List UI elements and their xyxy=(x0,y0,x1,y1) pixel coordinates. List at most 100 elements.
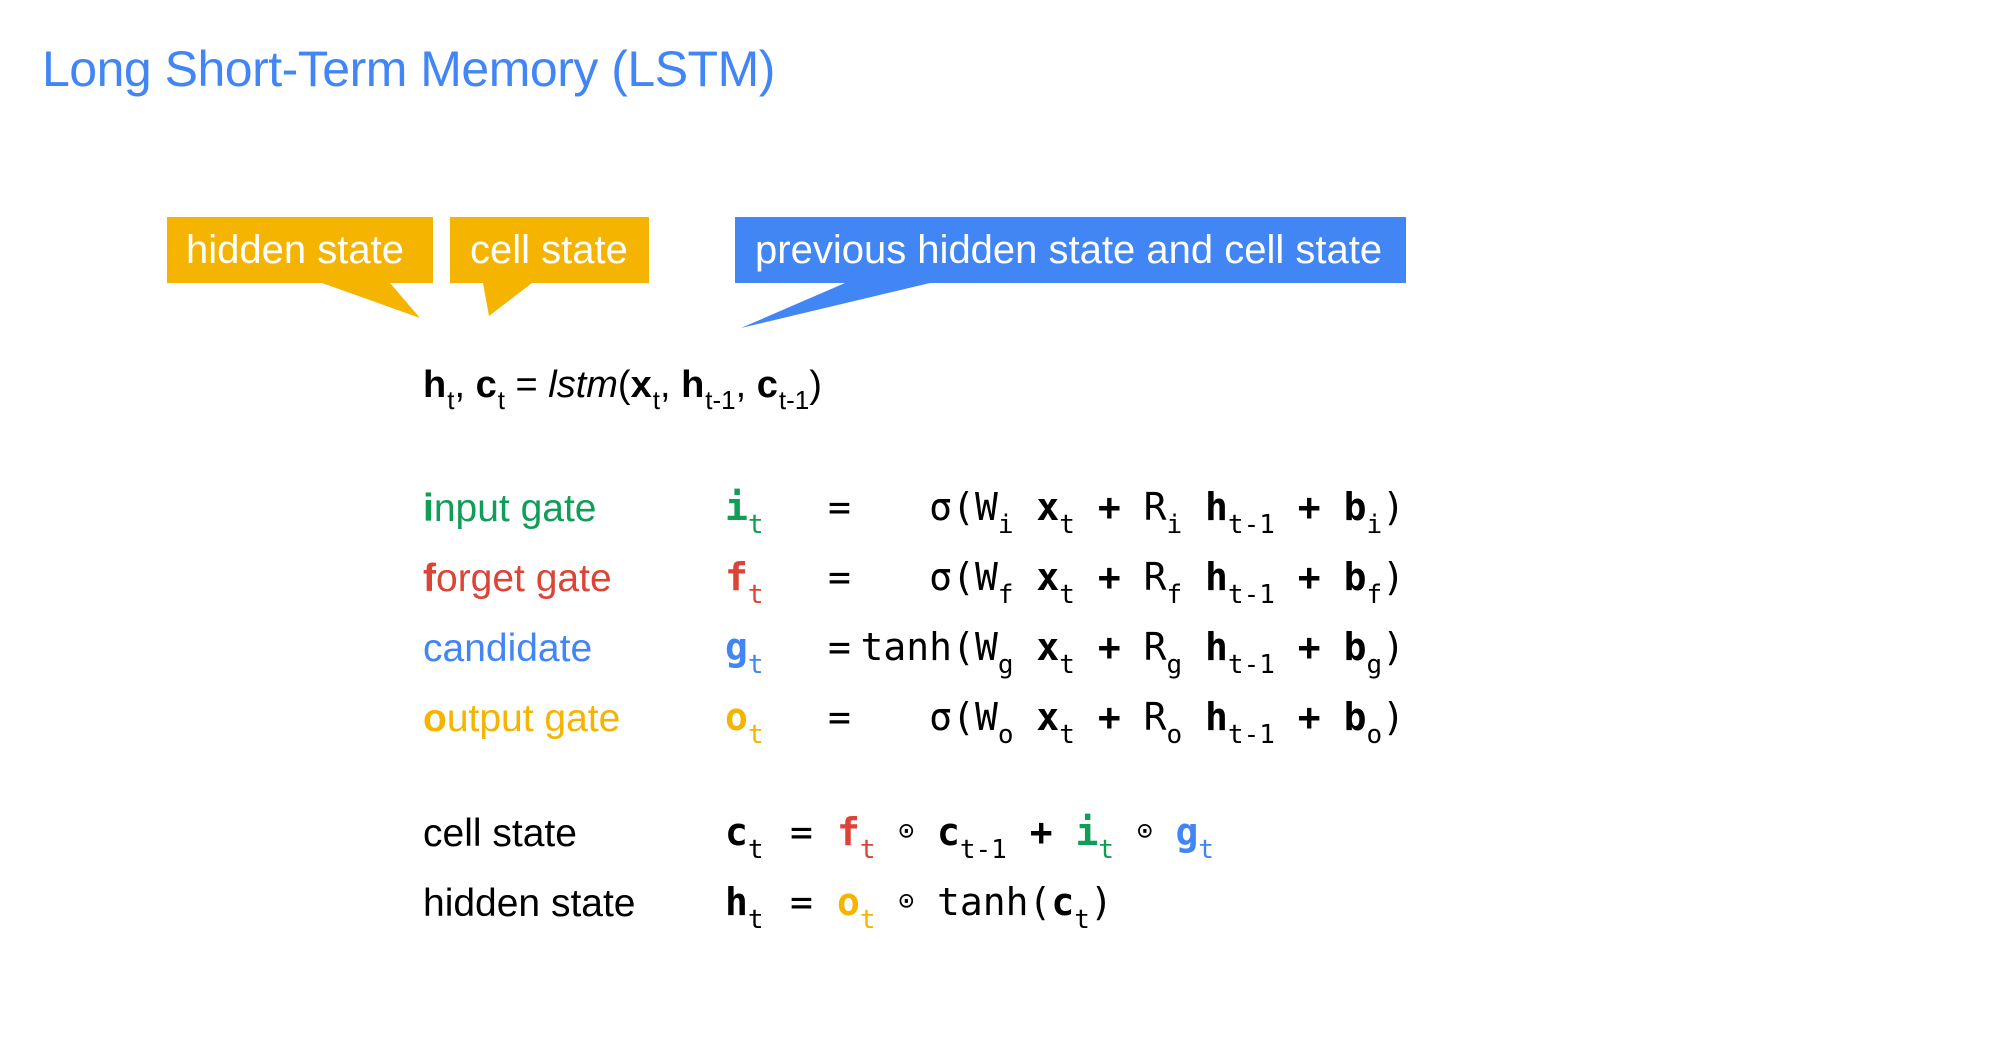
b-symbol: b xyxy=(1343,695,1367,739)
forget-gate-symbol: ft xyxy=(725,555,764,608)
c-subscript: t xyxy=(497,385,505,415)
gate-subscript: t xyxy=(747,720,764,750)
h-prev-symbol: h xyxy=(681,364,705,406)
gate-subscript: t xyxy=(747,650,764,680)
close-paren: ) xyxy=(809,364,822,406)
c-subscript: t xyxy=(747,835,764,865)
close-paren: ) xyxy=(1382,695,1405,739)
w-subscript: f xyxy=(997,580,1014,610)
callout-hidden-state-box xyxy=(167,217,433,283)
x-symbol: x xyxy=(1036,485,1060,529)
plus-operator: + xyxy=(1297,625,1321,669)
x-symbol: x xyxy=(1036,695,1060,739)
input-gate-expression: σ(Wi xt + Ri ht-1 + bi) xyxy=(929,485,1405,538)
g-symbol: g xyxy=(1175,810,1199,854)
w-subscript: o xyxy=(997,720,1014,750)
cell-state-row: cell state ct = ft ⊙ ct-1 + it ⊙ gt xyxy=(0,810,2000,872)
h-subscript: t xyxy=(447,385,455,415)
hidden-state-equals: = xyxy=(790,880,813,924)
input-gate-symbol: it xyxy=(725,485,764,538)
callout-hidden-state xyxy=(167,217,433,318)
callout-cell-state-box xyxy=(450,217,649,283)
h-subscript: t-1 xyxy=(1227,650,1275,680)
c-symbol: c xyxy=(725,810,748,854)
equals-sign: = xyxy=(828,695,851,739)
i-symbol: i xyxy=(1075,810,1099,854)
r-subscript: i xyxy=(1166,510,1183,540)
cell-state-rhs: ft ⊙ ct-1 + it ⊙ gt xyxy=(837,810,1214,863)
hidden-state-lhs: ht xyxy=(725,880,764,933)
lstm-equation: ht, ct = lstm(xt, ht-1, ct-1) xyxy=(423,364,822,413)
equals-sign: = xyxy=(828,485,851,529)
hadamard-operator: ⊙ xyxy=(1136,816,1153,846)
x-subscript: t xyxy=(1059,720,1075,750)
hadamard-operator: ⊙ xyxy=(898,886,915,916)
candidate-label: candidate xyxy=(423,627,592,671)
gate-label-initial: f xyxy=(423,557,436,600)
x-subscript: t xyxy=(1059,510,1075,540)
close-paren: ) xyxy=(1382,485,1405,529)
w-subscript: i xyxy=(997,510,1014,540)
separator: , xyxy=(659,364,682,406)
r-matrix: R xyxy=(1143,625,1167,669)
open-paren: ( xyxy=(1028,880,1052,924)
w-subscript: g xyxy=(997,650,1014,680)
w-matrix: W xyxy=(974,695,998,739)
callout-previous-state-box xyxy=(735,217,1406,283)
forget-gate-label: forget gate xyxy=(423,557,612,601)
plus-operator: + xyxy=(1097,625,1121,669)
gate-symbol: f xyxy=(725,555,748,599)
c-subscript: t xyxy=(1074,905,1090,935)
callout-hidden-state-label: hidden state xyxy=(186,228,404,272)
plus-operator: + xyxy=(1297,485,1321,529)
plus-operator: + xyxy=(1297,555,1321,599)
o-symbol: o xyxy=(837,880,860,924)
h-subscript: t-1 xyxy=(1227,510,1275,540)
c-prev-symbol: c xyxy=(936,810,960,854)
h-symbol: h xyxy=(423,364,447,406)
equals-sign: = xyxy=(828,555,851,599)
gate-label-initial: i xyxy=(423,487,434,530)
gate-label-rest: utput gate xyxy=(446,697,621,740)
b-symbol: b xyxy=(1343,485,1367,529)
b-subscript: i xyxy=(1366,510,1383,540)
h-prev-subscript: t-1 xyxy=(705,385,736,415)
plus-operator: + xyxy=(1097,485,1121,529)
x-symbol: x xyxy=(630,364,652,406)
w-matrix: W xyxy=(974,555,998,599)
h-symbol: h xyxy=(1205,695,1228,739)
plus-operator: + xyxy=(1297,695,1321,739)
h-symbol: h xyxy=(1205,555,1228,599)
x-symbol: x xyxy=(1036,625,1060,669)
output-gate-expression: σ(Wo xt + Ro ht-1 + bo) xyxy=(929,695,1405,748)
x-subscript: t xyxy=(1059,650,1075,680)
r-matrix: R xyxy=(1143,485,1167,529)
callout-cell-state-label: cell state xyxy=(470,228,628,272)
open-paren: ( xyxy=(617,364,631,406)
r-subscript: g xyxy=(1166,650,1183,680)
plus-operator: + xyxy=(1097,555,1121,599)
activation-function: σ xyxy=(929,485,953,529)
open-paren: ( xyxy=(952,625,975,669)
activation-function: σ xyxy=(929,555,953,599)
separator: , xyxy=(735,364,757,406)
hidden-state-rhs: ot ⊙ tanh(ct) xyxy=(837,880,1113,933)
hidden-state-label: hidden state xyxy=(423,882,636,925)
callouts xyxy=(167,217,1406,328)
callout-cell-state xyxy=(450,217,649,316)
callout-previous-state-label: previous hidden state and cell state xyxy=(755,228,1383,272)
open-paren: ( xyxy=(952,485,975,529)
x-subscript: t xyxy=(1059,580,1075,610)
h-symbol: h xyxy=(725,880,748,924)
tanh-function: tanh xyxy=(936,880,1029,924)
page-title: Long Short-Term Memory (LSTM) xyxy=(42,41,775,97)
r-matrix: R xyxy=(1143,695,1167,739)
close-paren: ) xyxy=(1382,555,1405,599)
g-subscript: t xyxy=(1198,835,1215,865)
gate-symbol: g xyxy=(725,625,748,669)
o-subscript: t xyxy=(859,905,876,935)
b-subscript: f xyxy=(1366,580,1383,610)
r-matrix: R xyxy=(1143,555,1167,599)
output-gate-label: output gate xyxy=(423,697,620,741)
